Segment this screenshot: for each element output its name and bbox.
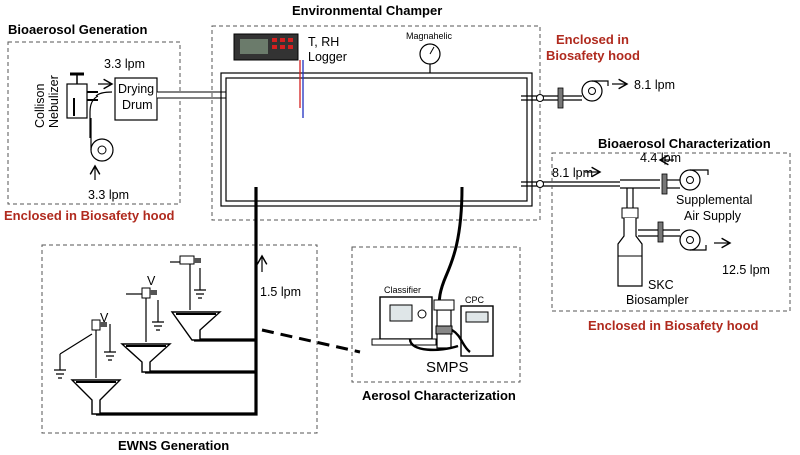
ewns-generation-group: EWNS Generation 1.5 lpm bbox=[41, 187, 318, 453]
ewns-unit-3 bbox=[170, 311, 222, 341]
biosampler-filter bbox=[657, 221, 664, 243]
classifier-instrument bbox=[371, 296, 437, 346]
aerosol-characterization-box bbox=[351, 246, 521, 383]
ewns-unit-2 bbox=[120, 343, 172, 373]
characterization-title: Bioaerosol Characterization bbox=[598, 136, 771, 151]
environmental-chamber-group: Environmental Champer T, RH Logger Magna… bbox=[211, 3, 675, 221]
skc-biosampler bbox=[617, 207, 658, 287]
exhaust-flow: 8.1 lpm bbox=[634, 78, 675, 92]
ewns-unit-1 bbox=[70, 379, 122, 415]
biosampler-pump bbox=[679, 229, 707, 251]
aerosol-characterization-group: Aerosol Characterization Classifier CPC … bbox=[351, 246, 521, 403]
chamber-title: Environmental Champer bbox=[292, 3, 442, 18]
bioaerosol-generation-box bbox=[7, 41, 181, 205]
drying-drum-label-1: Drying bbox=[118, 82, 154, 96]
tee-down-pipe bbox=[626, 188, 634, 208]
supplemental-pump bbox=[679, 169, 709, 191]
t-rh-logger bbox=[233, 33, 299, 61]
characterization-hood-label: Enclosed in Biosafety hood bbox=[588, 318, 759, 333]
chamber-hood-label-2: Biosafety hood bbox=[546, 48, 640, 63]
drying-drum bbox=[114, 77, 158, 121]
classifier-tubing bbox=[408, 338, 459, 352]
ewns-title: EWNS Generation bbox=[118, 438, 229, 453]
bioaerosol-characterization-group: Bioaerosol Characterization 8.1 lpm 4.4 … bbox=[551, 136, 791, 333]
to-biosampler-flow: 8.1 lpm bbox=[552, 166, 593, 180]
logger-label-2: Logger bbox=[308, 50, 347, 64]
ewns-flow: 1.5 lpm bbox=[260, 285, 301, 299]
nebulizer-feed-pipe bbox=[89, 95, 99, 138]
voltage-label-1: V bbox=[100, 311, 109, 325]
tee-horizontal bbox=[620, 179, 660, 189]
drying-drum-label-2: Drum bbox=[122, 98, 153, 112]
supplemental-label-2: Air Supply bbox=[684, 209, 742, 223]
supplemental-flow: 4.4 lpm bbox=[640, 151, 681, 165]
cpc-instrument bbox=[460, 305, 494, 357]
aerosol-characterization-title: Aerosol Characterization bbox=[362, 388, 516, 403]
skc-label-2: Biosampler bbox=[626, 293, 689, 307]
characterization-box bbox=[551, 152, 791, 312]
logger-label-1: T, RH bbox=[308, 35, 339, 49]
chamber-outlet-line bbox=[521, 180, 620, 188]
collison-nebulizer bbox=[66, 72, 98, 119]
chamber-hood-label-1: Enclosed in bbox=[556, 32, 629, 47]
smps-label: SMPS bbox=[426, 359, 469, 376]
ewns-electrodes bbox=[54, 255, 206, 379]
skc-label-1: SKC bbox=[648, 278, 674, 292]
collison-label-1: Collison bbox=[33, 83, 47, 128]
exhaust-pump bbox=[581, 80, 609, 102]
chamber-inner-wall bbox=[225, 77, 528, 202]
bioaerosol-generation-group: Bioaerosol Generation Collison Nebulizer… bbox=[4, 22, 246, 223]
supplemental-label-1: Supplemental bbox=[676, 193, 752, 207]
biosampler-out-flow: 12.5 lpm bbox=[722, 263, 770, 277]
cpc-label: CPC bbox=[465, 295, 485, 305]
ewns-supply-line bbox=[96, 187, 258, 416]
dma-column bbox=[433, 299, 455, 349]
chamber-hood-box bbox=[211, 25, 541, 221]
ewns-to-smps-dashed-link bbox=[261, 328, 361, 354]
dma-to-cpc-tubing bbox=[451, 328, 471, 353]
classifier-label: Classifier bbox=[384, 285, 421, 295]
chamber-exhaust-line bbox=[521, 87, 582, 109]
chamber-outer-wall bbox=[220, 72, 533, 207]
generation-hood-label: Enclosed in Biosafety hood bbox=[4, 208, 175, 223]
bioaerosol-generation-title: Bioaerosol Generation bbox=[8, 22, 147, 37]
voltage-label-2: V bbox=[147, 274, 156, 288]
nebulizer-outlet-flow: 3.3 lpm bbox=[104, 57, 145, 71]
pump-inlet-flow: 3.3 lpm bbox=[88, 188, 129, 202]
magnahelic-gauge bbox=[419, 43, 441, 73]
magnahelic-label: Magnahelic bbox=[406, 31, 453, 41]
nebulizer-feed-bend bbox=[95, 91, 113, 97]
supplemental-filter bbox=[661, 173, 668, 195]
generation-pump bbox=[90, 118, 114, 162]
collison-label-2: Nebulizer bbox=[47, 75, 61, 128]
